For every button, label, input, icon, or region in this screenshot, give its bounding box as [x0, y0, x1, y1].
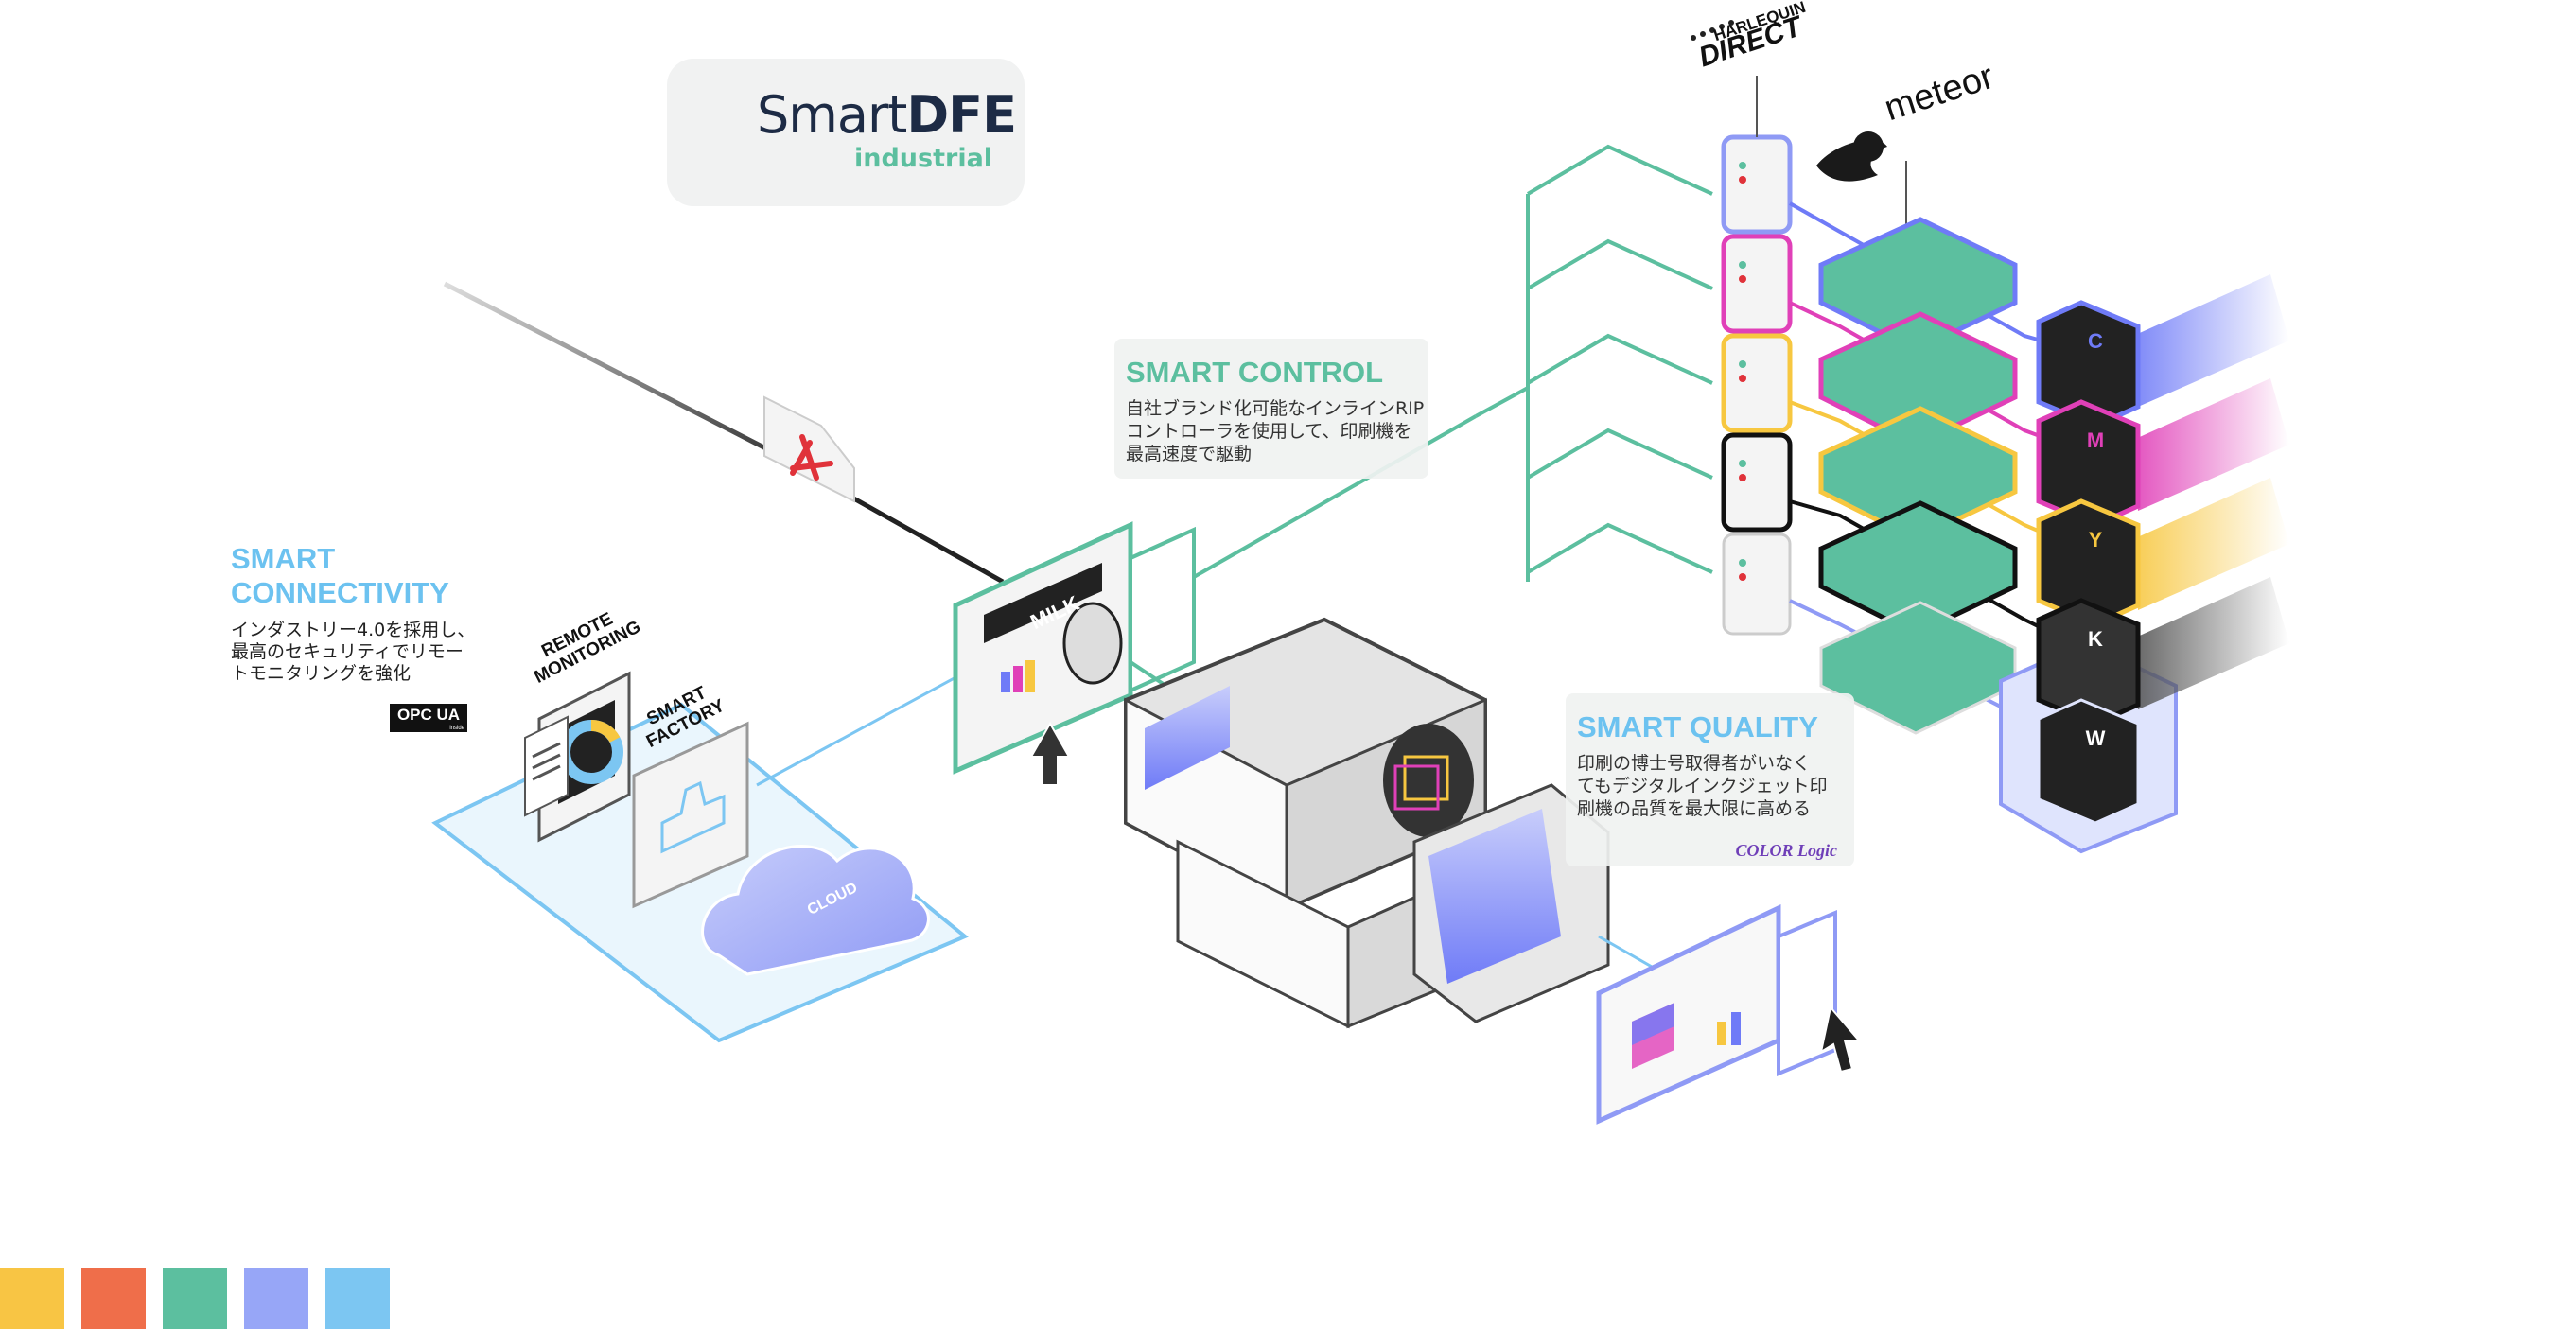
colorlogic-logo: COLOR Logic — [1735, 841, 1838, 860]
smart-quality-line: てもデジタルインクジェット印 — [1577, 776, 1828, 796]
smart-quality-title: SMART QUALITY — [1577, 710, 1818, 743]
control-monitor — [953, 521, 1196, 786]
beam-black — [2133, 577, 2289, 709]
factory-panel — [632, 721, 749, 909]
smart-connectivity-line: トモニタリングを強化 — [231, 663, 412, 684]
meteor-logo-mark — [1816, 131, 1887, 182]
smart-connectivity-title-line: SMART — [231, 542, 336, 575]
smart-control-line: 自社ブランド化可能なインラインRIP — [1126, 398, 1425, 419]
smart-control-line: 最高速度で駆動 — [1126, 444, 1253, 464]
logo-brand-light: Smart — [757, 85, 907, 145]
beam-magenta — [2133, 378, 2289, 511]
swatch-periwinkle — [244, 1268, 308, 1329]
smart-quality-callout: SMART QUALITY 印刷の博士号取得者がいなく てもデジタルインクジェッ… — [1566, 693, 1854, 866]
cloud-shape — [701, 845, 930, 976]
beam-yellow — [2133, 478, 2289, 610]
smart-connectivity-line: インダストリー4.0を採用し、 — [231, 620, 476, 640]
opc-ua-badge-text: OPC UA — [396, 706, 461, 724]
smart-control-line: コントローラを使用して、印刷機を — [1126, 421, 1412, 442]
ink-head-label-m: M — [2086, 428, 2105, 452]
quality-monitor — [1596, 904, 1862, 1125]
tablet-panel — [524, 671, 631, 843]
swatch-teal — [163, 1268, 227, 1329]
smart-connectivity-text: インダストリー4.0を採用し、 最高のセキュリティでリモー トモニタリングを強化 — [231, 620, 515, 685]
logo-brand-bold: DFE — [906, 85, 1017, 145]
logo-wordmark: SmartDFE — [757, 85, 1017, 145]
smart-connectivity-line: 最高のセキュリティでリモー — [231, 641, 464, 662]
ink-heads — [2036, 300, 2141, 825]
smart-connectivity-title: SMART CONNECTIVITY — [231, 542, 534, 610]
ink-head-label-k: K — [2088, 627, 2103, 651]
swatch-orange — [81, 1268, 146, 1329]
beam-cyan — [2133, 274, 2289, 407]
opc-ua-badge: OPC UA inside — [390, 704, 467, 732]
ink-head-label-y: Y — [2088, 528, 2103, 551]
smart-control-callout: SMART CONTROL 自社ブランド化可能なインラインRIP コントローラを… — [1114, 339, 1428, 479]
swatch-sky — [325, 1268, 390, 1329]
printing-press — [1124, 617, 1610, 1029]
meteor-boards — [1818, 217, 2018, 735]
server-stack — [1721, 134, 1793, 636]
ink-head-label-w: W — [2085, 726, 2106, 750]
smart-control-title: SMART CONTROL — [1126, 356, 1384, 389]
pdf-card — [763, 395, 855, 503]
opc-ua-badge-sub: inside — [449, 726, 464, 731]
input-line — [443, 281, 825, 481]
swatch-yellow — [0, 1268, 64, 1329]
logo-subtitle: industrial — [854, 144, 993, 173]
harlequin-dots — [1691, 20, 1734, 41]
smart-connectivity-title-line: CONNECTIVITY — [231, 576, 449, 609]
smartdfe-logo: SmartDFE industrial — [667, 59, 1025, 206]
smart-quality-line: 刷機の品質を最大限に高める — [1577, 798, 1812, 819]
ink-head-label-c: C — [2088, 329, 2103, 353]
smart-quality-line: 印刷の博士号取得者がいなく — [1577, 753, 1812, 774]
